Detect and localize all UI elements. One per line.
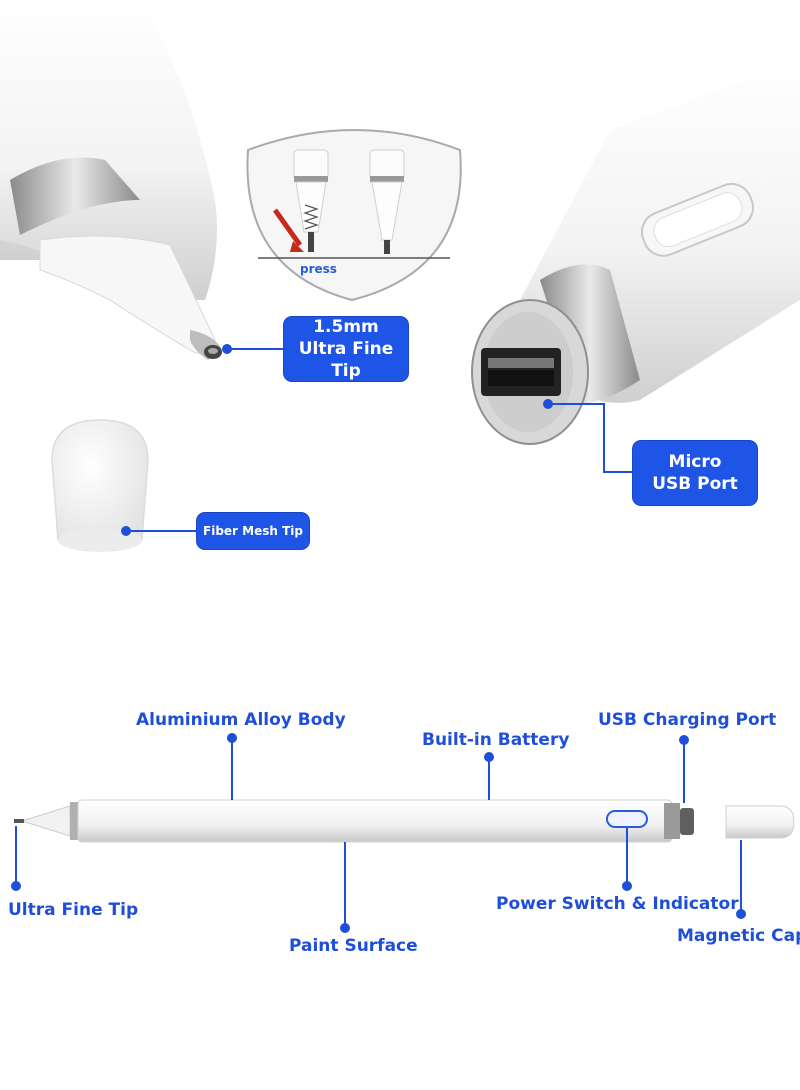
label-aluminium-body: Aluminium Alloy Body — [136, 710, 346, 730]
callout-fiber-mesh-text: Fiber Mesh Tip — [203, 524, 303, 538]
label-ultra-fine-tip: Ultra Fine Tip — [8, 900, 139, 920]
label-built-in-battery: Built-in Battery — [422, 730, 570, 750]
press-inset — [246, 129, 462, 302]
callout-micro-usb-text: Micro USB Port — [652, 452, 738, 494]
callout-micro-usb: Micro USB Port — [633, 441, 757, 505]
label-power-switch: Power Switch & Indicator — [496, 894, 739, 914]
press-label: press — [300, 262, 337, 276]
callout-fine-tip-text: 1.5mm Ultra Fine Tip — [298, 317, 394, 381]
pen-end-closeup — [471, 60, 800, 445]
callout-fiber-mesh: Fiber Mesh Tip — [197, 513, 309, 549]
top-leader-lines — [121, 344, 632, 536]
pen-diagram — [14, 799, 795, 843]
pen-tip-closeup — [0, 0, 222, 360]
diagram-leader-lines — [11, 733, 746, 933]
label-paint-surface: Paint Surface — [289, 936, 418, 956]
label-usb-charging-port: USB Charging Port — [598, 710, 777, 730]
callout-fine-tip: 1.5mm Ultra Fine Tip — [284, 317, 408, 381]
label-magnetic-cap: Magnetic Cap — [677, 926, 800, 946]
fiber-mesh-cap — [51, 419, 149, 552]
